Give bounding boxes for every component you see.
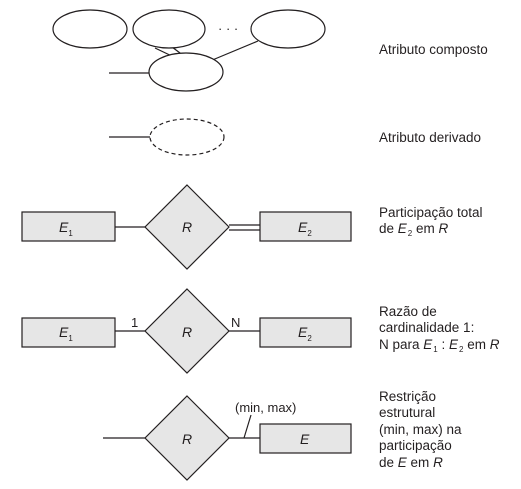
structural-constraint-label: Restrição estrutural (min, max) na parti… [379, 389, 462, 470]
component-link-right [209, 40, 259, 62]
relationship-label: R [182, 431, 192, 447]
composite-attribute-label: Atributo composto [379, 42, 488, 57]
entity-e2-label: E2 [298, 324, 312, 343]
entity-e2-rect [259, 211, 352, 242]
cardinality-n-label: N [231, 315, 240, 330]
relationship-diamond [144, 395, 230, 481]
min-max-label: (min, max) [235, 400, 296, 415]
relationship-label: R [182, 324, 192, 340]
total-participation-label: Participação total de E2 em R [379, 205, 483, 239]
entity-e1-label: E1 [59, 219, 73, 238]
derived-attribute-symbol [109, 118, 225, 156]
entity-e-label: E [300, 431, 310, 447]
entity-e2-label: E2 [298, 219, 312, 238]
component-attribute-ellipse-3 [250, 9, 326, 49]
total-participation-symbol [21, 184, 352, 270]
composite-attribute-ellipse [148, 52, 224, 92]
component-attribute-ellipse-2 [132, 9, 206, 49]
cardinality-ratio-symbol [21, 288, 352, 374]
relationship-diamond [144, 184, 230, 270]
entity-e1-rect [21, 211, 116, 242]
composite-attribute-symbol [52, 9, 326, 92]
derived-attribute-dashed-ellipse [149, 118, 225, 156]
min-max-pointer-line [243, 414, 252, 439]
entity-e1-rect [21, 317, 116, 348]
relationship-diamond [144, 288, 230, 374]
ellipsis-dots: · · · [218, 21, 238, 36]
cardinality-ratio-label: Razão de cardinalidade 1: N para E1 : E2… [379, 304, 500, 354]
cardinality-one-label: 1 [131, 315, 138, 330]
relationship-label: R [182, 219, 192, 235]
structural-constraint-symbol [103, 395, 352, 481]
component-attribute-ellipse-1 [52, 9, 128, 49]
entity-e-rect [259, 423, 352, 454]
entity-e1-label: E1 [59, 324, 73, 343]
derived-attribute-label: Atributo derivado [379, 130, 482, 145]
entity-e2-rect [259, 317, 352, 348]
